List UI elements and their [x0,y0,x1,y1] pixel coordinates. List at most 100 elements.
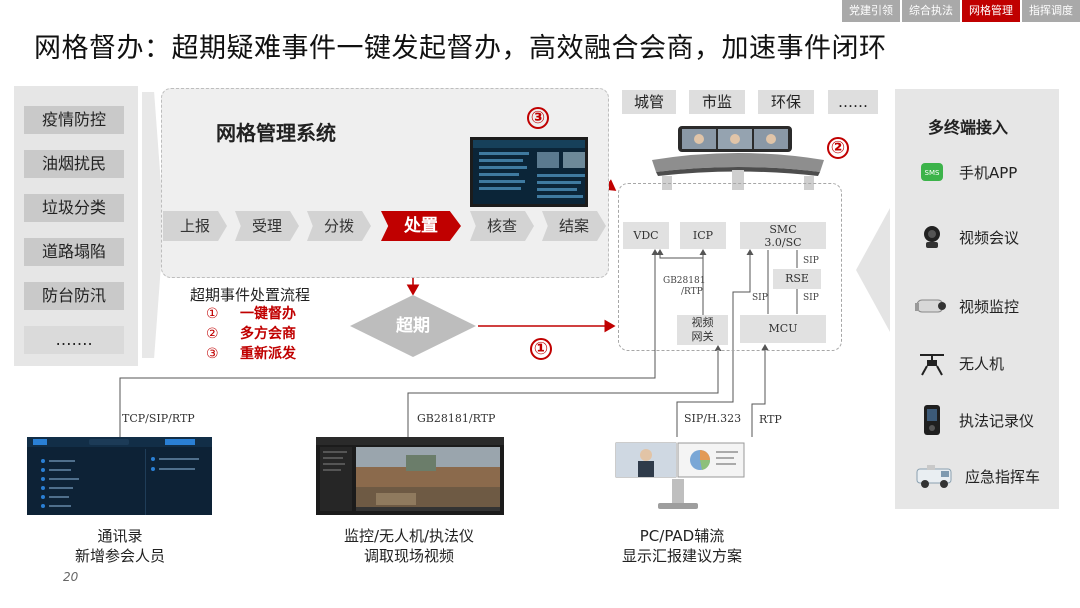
flow-step-close: 结案 [542,211,606,241]
system-title: 网格管理系统 [216,121,336,145]
terminal-label: 视频监控 [959,297,1020,316]
terminal-mobile-app: SMS 手机APP [915,155,1017,189]
process-item-label: 重新派发 [240,346,296,362]
svg-text:SMS: SMS [925,169,940,177]
label-sip-left: SIP [752,293,768,303]
monitoring-caption-line2: 调取现场视频 [363,547,454,565]
node-smc-line2: 3.0/SC [764,236,802,249]
protocol-gb28181-rtp: GB28181/RTP [417,412,496,425]
flow-step-report: 上报 [163,211,227,241]
node-gateway-line2: 网关 [691,330,714,343]
tab-command-dispatch[interactable]: 指挥调度 [1022,0,1080,22]
node-rse: RSE [773,269,821,289]
terminals-title: 多终端接入 [928,118,1009,137]
dept-more: …… [828,90,878,114]
dept-market-supervision: 市监 [689,90,745,114]
pc-pad-display-thumbnail [610,437,754,513]
flow-step-accept: 受理 [235,211,299,241]
page-title: 网格督办：超期疑难事件一键发起督办，高效融合会商，加速事件闭环 [34,33,887,64]
left-chevron-arrow [142,92,164,358]
node-mcu: MCU [740,315,826,343]
tab-party-building[interactable]: 党建引领 [842,0,900,22]
pc-pad-caption: PC/PAD辅流 显示汇报建议方案 [604,526,760,566]
terminal-video-surveillance: 视频监控 [915,289,1019,323]
dispatch-screen-content [473,140,585,198]
contacts-screen-thumbnail [27,437,212,515]
dept-urban-management: 城管 [622,90,676,114]
marker-three: ③ [527,107,549,129]
node-icp: ICP [680,222,726,249]
tab-grid-management[interactable]: 网格管理 [962,0,1020,22]
terminal-label: 手机APP [959,163,1018,182]
process-title: 超期事件处置流程 [190,286,311,304]
process-item-redispatch: ③ 重新派发 [206,343,296,363]
process-item-number: ③ [206,346,219,362]
video-conference-desk-illustration [652,126,824,190]
terminal-label: 无人机 [959,354,1005,373]
line-monitor-feed [407,345,722,437]
flow-step-dispatch: 分拨 [307,211,371,241]
video-conference-camera-icon [915,222,949,252]
label-sip-rse-top: SIP [803,256,819,266]
network-topology-box [618,183,842,351]
category-fumes: 油烟扰民 [24,150,124,178]
category-garbage: 垃圾分类 [24,194,124,222]
flow-step-verify: 核查 [470,211,534,241]
page-number: 20 [63,570,79,584]
node-smc-line1: SMC [769,223,797,236]
label-gb28181-line1: GB28181 [663,276,706,286]
left-category-panel: 疫情防控 油烟扰民 垃圾分类 道路塌陷 防台防汛 ……. [14,86,138,366]
marker-one: ① [530,338,552,360]
terminal-law-recorder: 执法记录仪 [915,403,1034,437]
pc-pad-display-content [615,442,745,509]
node-smc: SMC 3.0/SC [740,222,826,249]
tab-law-enforcement[interactable]: 综合执法 [902,0,960,22]
node-vdc: VDC [623,222,669,249]
pc-pad-caption-line2: 显示汇报建议方案 [621,547,742,565]
terminal-label: 执法记录仪 [959,411,1035,430]
contacts-caption-line2: 新增参会人员 [74,547,165,565]
monitoring-screen-content [316,437,504,511]
label-sip-right: SIP [803,293,819,303]
surveillance-camera-icon [915,291,949,321]
protocol-rtp: RTP [759,413,782,426]
category-more: ……. [24,326,124,354]
process-item-label: 一键督办 [240,306,296,322]
marker-two: ② [827,137,849,159]
terminal-command-vehicle: 应急指挥车 [915,459,1040,493]
contacts-screen-content [27,437,212,515]
terminal-drone: 无人机 [915,346,1004,380]
protocol-tcp-sip-rtp: TCP/SIP/RTP [122,412,195,425]
label-gb28181-line2: /RTP [681,287,703,297]
line-pc-feed-sip [676,249,754,437]
top-nav-tabs: 党建引领 综合执法 网格管理 指挥调度 [840,0,1080,22]
law-enforcement-recorder-icon [915,405,949,435]
process-item-number: ① [206,306,219,322]
line-contacts-feed [119,249,659,437]
dept-environment: 环保 [758,90,814,114]
line-pc-feed-rtp [751,344,769,437]
process-item-multi-party-consult: ② 多方会商 [206,323,296,343]
category-typhoon-flood: 防台防汛 [24,282,124,310]
process-item-one-click-supervise: ① 一键督办 [206,303,296,323]
monitoring-caption-line1: 监控/无人机/执法仪 [343,527,475,545]
flow-step-dispose: 处置 [381,211,461,241]
process-item-label: 多方会商 [240,326,296,342]
process-item-number: ② [206,326,219,342]
monitoring-caption: 监控/无人机/执法仪 调取现场视频 [328,526,490,566]
node-gateway-line1: 视频 [691,316,714,329]
category-road-collapse: 道路塌陷 [24,238,124,266]
line-gateway-to-vdc-icp [656,249,704,315]
category-epidemic: 疫情防控 [24,106,124,134]
contacts-caption-line1: 通讯录 [97,527,143,545]
terminal-label: 应急指挥车 [965,467,1041,486]
drone-icon [915,348,949,378]
contacts-caption: 通讯录 新增参会人员 [65,526,175,566]
terminal-video-conference: 视频会议 [915,220,1019,254]
dispatch-screen-thumbnail [470,137,588,207]
command-vehicle-icon [915,461,955,491]
terminal-label: 视频会议 [959,228,1020,247]
right-terminal-panel [895,89,1059,509]
sms-app-icon: SMS [915,157,949,187]
monitoring-screen-thumbnail [316,437,504,515]
